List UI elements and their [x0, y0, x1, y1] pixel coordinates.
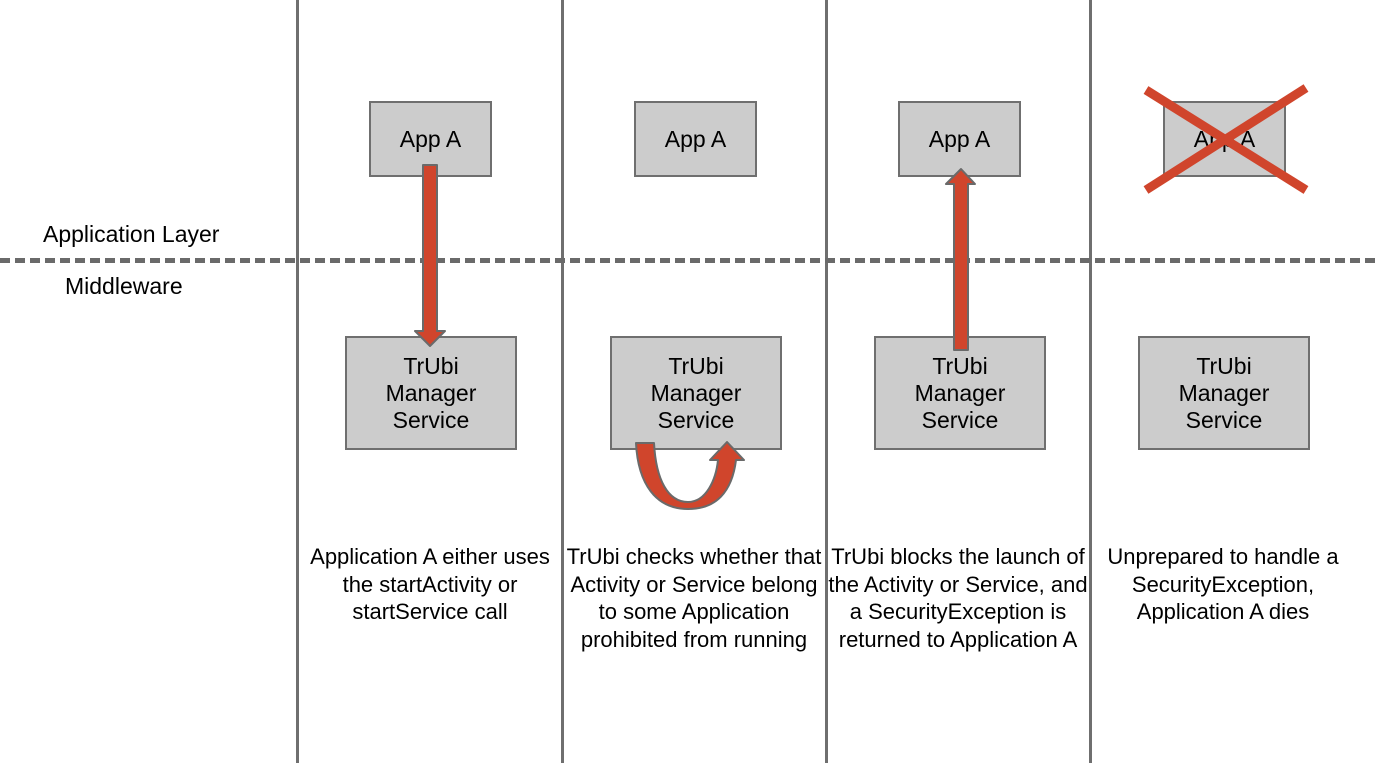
column-divider-3 [825, 0, 828, 763]
service-label-line-1: TrUbi [668, 352, 724, 379]
app-a-label: App A [664, 125, 727, 152]
layer-boundary-line [0, 258, 1375, 263]
column-divider-1 [296, 0, 299, 763]
trubi-manager-service-box-step-3: TrUbi Manager Service [874, 336, 1046, 450]
app-a-label: App A [399, 125, 462, 152]
service-label-line-2: Manager [1178, 379, 1270, 406]
service-label-line-2: Manager [914, 379, 1006, 406]
service-label-line-3: Service [1185, 406, 1263, 433]
trubi-manager-service-box-step-2: TrUbi Manager Service [610, 336, 782, 450]
application-layer-label: Application Layer [43, 221, 220, 247]
trubi-manager-service-box-step-1: TrUbi Manager Service [345, 336, 517, 450]
service-label-line-3: Service [392, 406, 470, 433]
service-label-line-2: Manager [650, 379, 742, 406]
service-label-line-1: TrUbi [1196, 352, 1252, 379]
column-divider-2 [561, 0, 564, 763]
caption-step-3: TrUbi blocks the launch of the Activity … [828, 544, 1088, 652]
app-a-box-step-3: App A [898, 101, 1021, 177]
app-a-box-step-2: App A [634, 101, 757, 177]
app-a-box-step-1: App A [369, 101, 492, 177]
trubi-manager-service-box-step-4: TrUbi Manager Service [1138, 336, 1310, 450]
service-label-line-2: Manager [385, 379, 477, 406]
service-label-line-1: TrUbi [932, 352, 988, 379]
service-label-line-3: Service [657, 406, 735, 433]
caption-step-2: TrUbi checks whether that Activity or Se… [566, 544, 822, 652]
app-a-label: App A [928, 125, 991, 152]
app-a-box-step-4: App A [1163, 101, 1286, 177]
column-divider-4 [1089, 0, 1092, 763]
arrow-down-icon [414, 164, 446, 347]
service-label-line-3: Service [921, 406, 999, 433]
middleware-layer-label: Middleware [65, 273, 183, 299]
app-a-label: App A [1193, 125, 1256, 152]
caption-step-4: Unprepared to handle a SecurityException… [1107, 544, 1339, 624]
service-label-line-1: TrUbi [403, 352, 459, 379]
loop-arrow-icon [635, 441, 745, 510]
caption-step-1: Application A either uses the startActiv… [310, 544, 550, 624]
